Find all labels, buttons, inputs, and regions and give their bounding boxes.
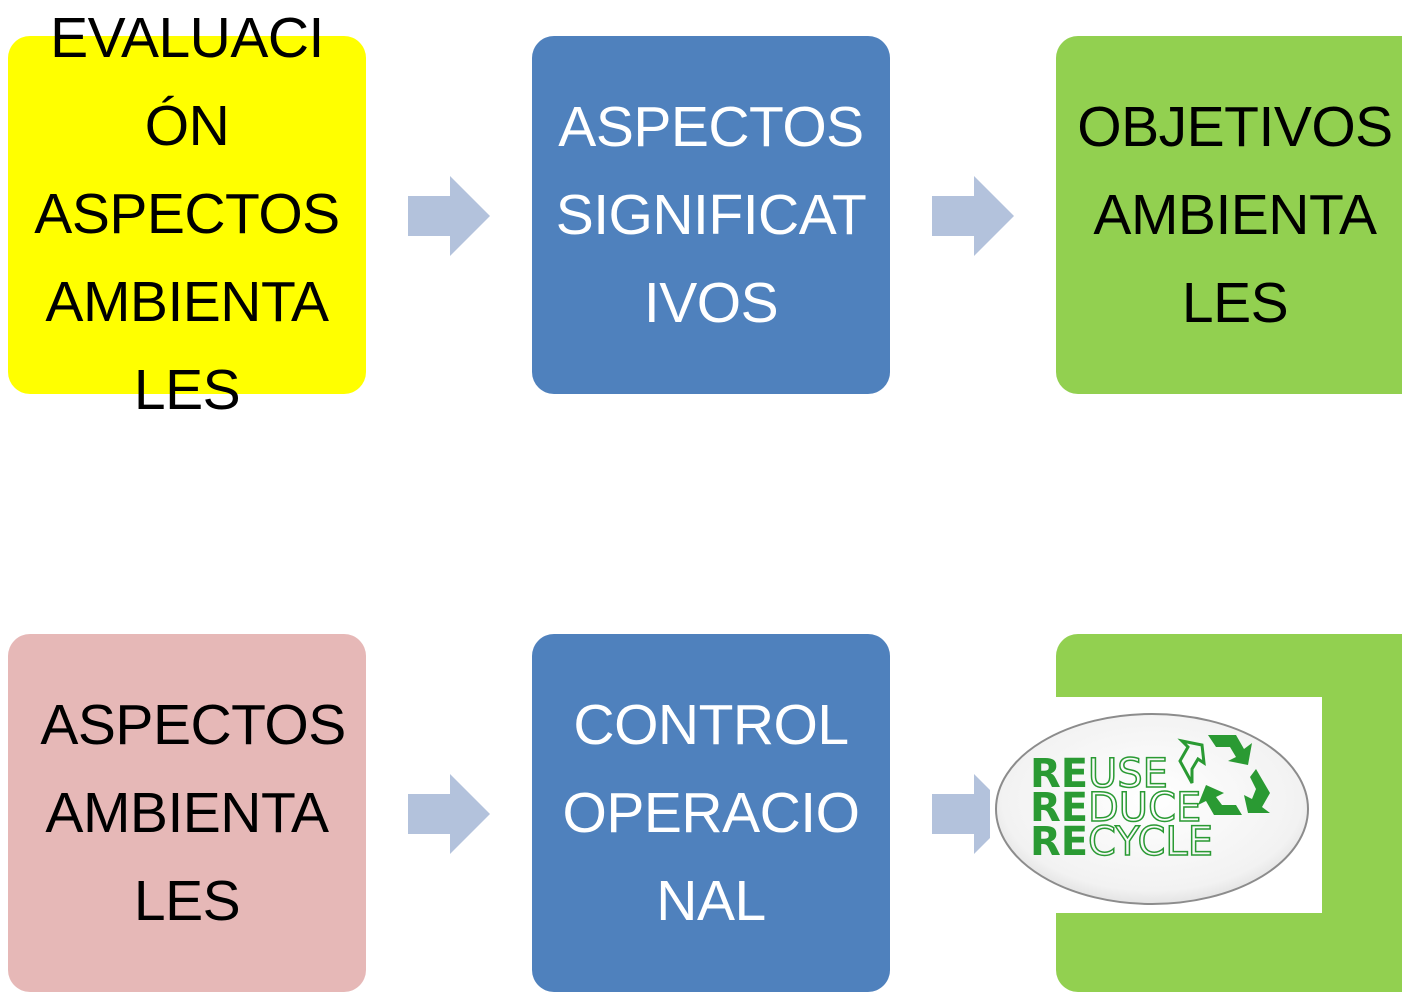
logo-re-1: RE — [1030, 751, 1088, 797]
step-box-aspectos-ambientales: ASPECTOS AMBIENTA LES — [8, 634, 366, 992]
step-box-label: EVALUACI ÓN ASPECTOS AMBIENTA LES — [34, 6, 340, 422]
reuse-reduce-recycle-logo: RE USE RE DUCE RE CYCLE — [990, 697, 1322, 913]
step-box-label: ASPECTOS SIGNIFICAT IVOS — [555, 95, 867, 335]
step-box-objetivos-ambientales: OBJETIVOS AMBIENTA LES — [1056, 36, 1402, 394]
step-box-control-operacional: CONTROL OPERACIO NAL — [532, 634, 890, 992]
right-arrow-icon — [408, 176, 490, 256]
step-box-label: CONTROL OPERACIO NAL — [562, 693, 860, 933]
logo-reduce-suffix: DUCE — [1088, 785, 1201, 831]
step-box-evaluacion: EVALUACI ÓN ASPECTOS AMBIENTA LES — [8, 6, 366, 422]
right-arrow-icon — [408, 774, 490, 854]
logo-re-2: RE — [1030, 785, 1088, 831]
recycle-icon — [1177, 735, 1270, 815]
logo-recycle-suffix: CYCLE — [1088, 819, 1213, 865]
right-arrow-icon — [932, 176, 1014, 256]
logo-re-3: RE — [1030, 819, 1088, 865]
step-box-label: ASPECTOS AMBIENTA LES — [40, 693, 346, 933]
step-box-label: OBJETIVOS AMBIENTA LES — [1077, 95, 1393, 335]
logo-reuse-suffix: USE — [1088, 751, 1168, 797]
step-box-aspectos-significativos: ASPECTOS SIGNIFICAT IVOS — [532, 36, 890, 394]
